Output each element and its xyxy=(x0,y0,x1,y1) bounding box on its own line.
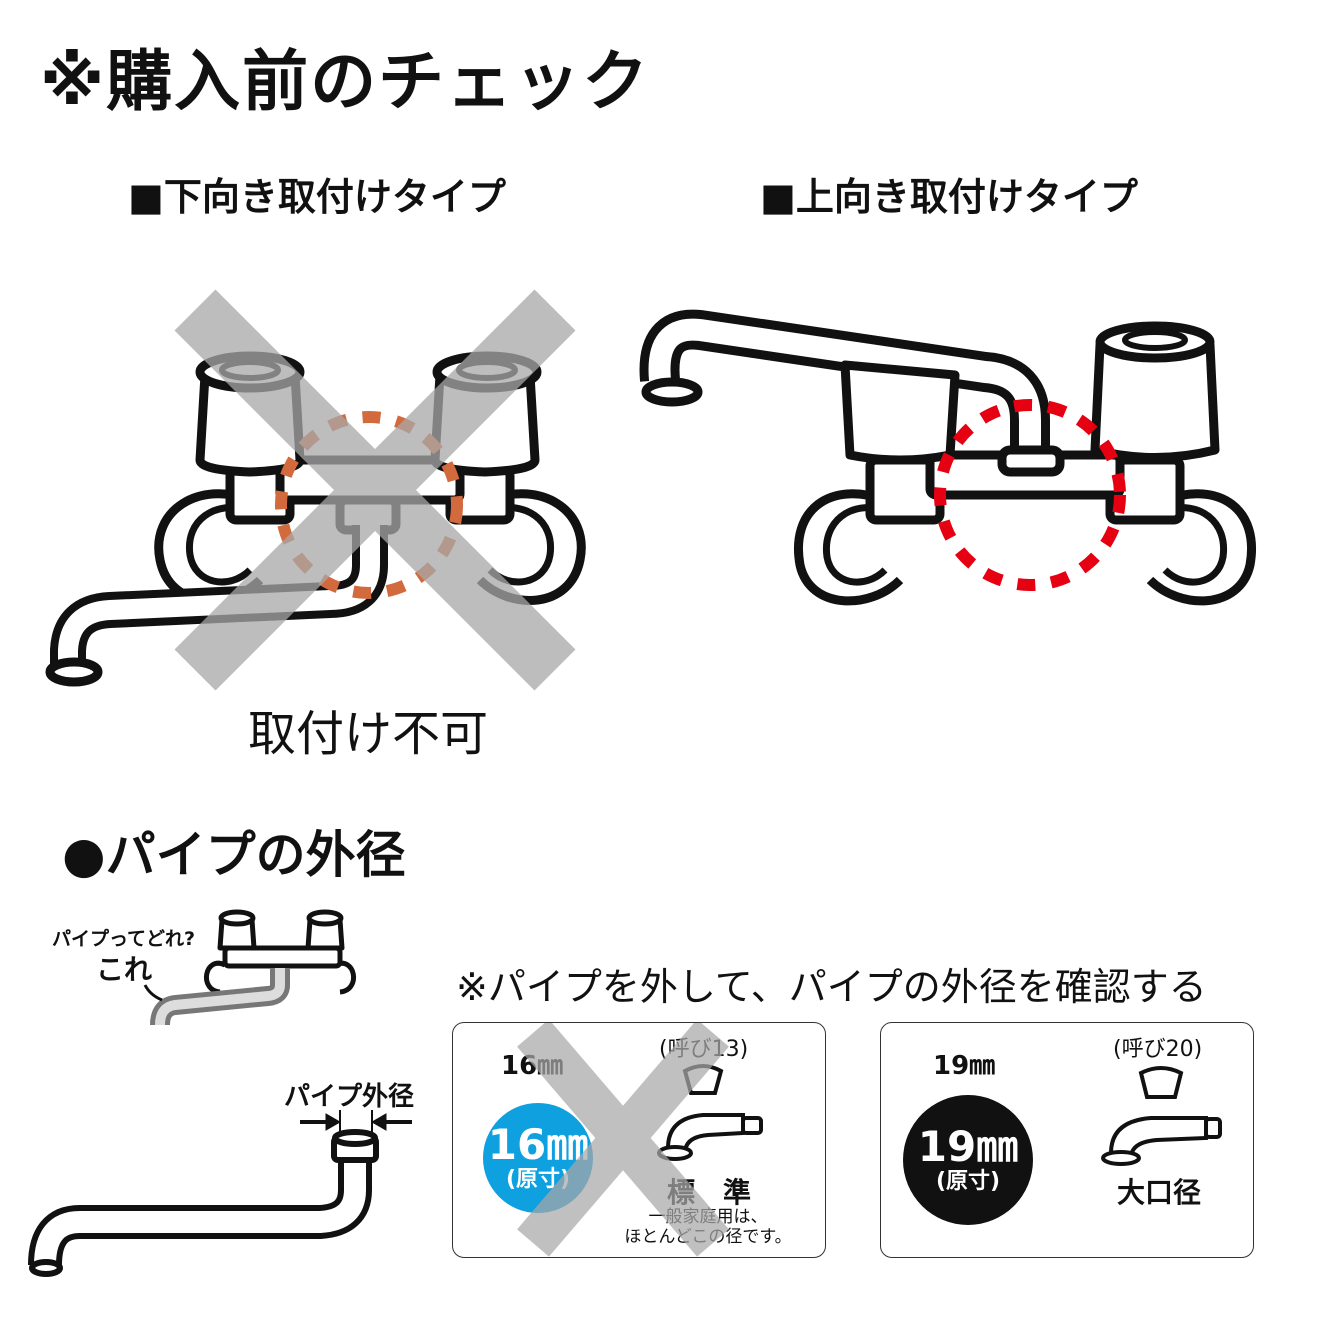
circle-size-19: 19㎜ xyxy=(917,1122,1019,1171)
right-type-heading: ■上向き取付けタイプ xyxy=(760,175,1138,219)
large-bore-faucet-icon xyxy=(1101,1066,1222,1166)
card-cross-icon xyxy=(517,1023,729,1257)
pipe-icon xyxy=(28,1129,379,1277)
circle-note-19: (原寸) xyxy=(935,1169,1001,1194)
small-faucet-icon xyxy=(203,909,357,995)
left-type-heading: ■下向き取付けタイプ xyxy=(128,175,506,219)
nominal-20: (呼び20) xyxy=(1113,1037,1203,1062)
not-allowed-cross-icon xyxy=(174,289,576,691)
pipe-instruction: ※パイプを外して、パイプの外径を確認する xyxy=(456,965,1207,1009)
pipe-section-heading: ●パイプの外径 xyxy=(62,826,406,884)
highlight-circle-left xyxy=(275,411,463,599)
pipe-od-label: パイプ外径 xyxy=(284,1082,415,1112)
measure-arrows-icon xyxy=(300,1110,412,1135)
circle-size-16: 16㎜ xyxy=(487,1120,589,1169)
card-19mm: 19㎜ (呼び20) 19㎜ (原寸) 大口径 xyxy=(880,1022,1254,1258)
standard-faucet-icon xyxy=(657,1064,763,1161)
size-label-19: 19㎜ xyxy=(933,1051,996,1081)
size-circle-19: 19㎜ (原寸) xyxy=(903,1095,1033,1225)
highlight-circle-right xyxy=(934,399,1126,591)
card-16mm: 16㎜ (呼び13) 16㎜ (原寸) 標 準 一般家庭用は、 ほとんどこの径で… xyxy=(452,1022,826,1258)
type-label-large: 大口径 xyxy=(1117,1176,1202,1209)
pipe-question: パイプってどれ? xyxy=(52,928,196,950)
not-installable-caption: 取付け不可 xyxy=(248,706,489,762)
pipe-answer: これ xyxy=(96,953,153,986)
page-title: ※購入前のチェック xyxy=(40,43,651,120)
